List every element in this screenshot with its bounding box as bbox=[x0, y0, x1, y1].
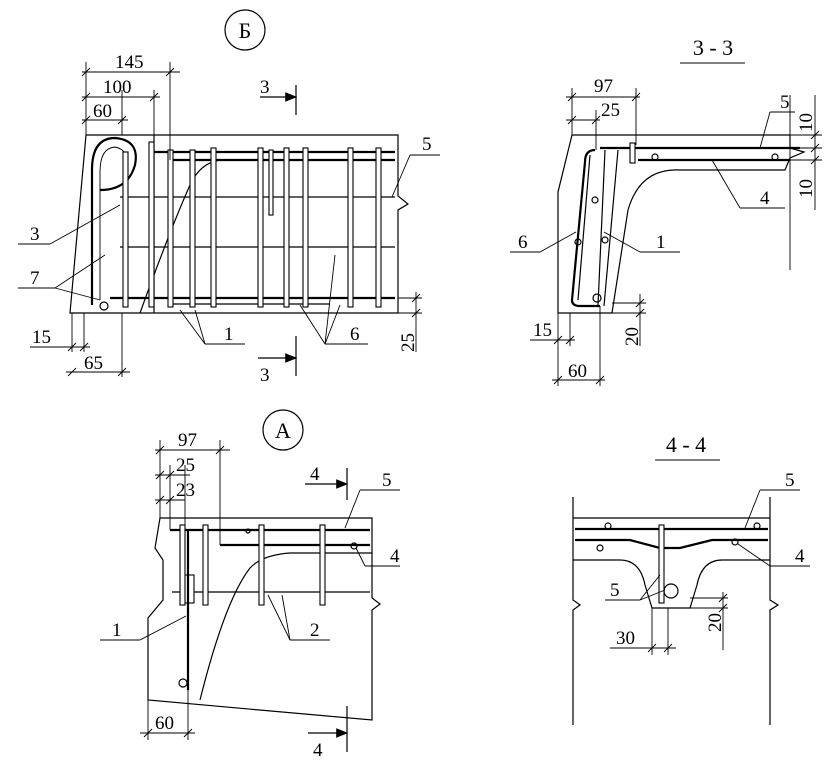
view-a-marker: А bbox=[275, 418, 291, 443]
view-a-callout-4: 4 bbox=[390, 546, 400, 567]
view-b-dim-60: 60 bbox=[93, 101, 112, 122]
view-a-callout-5: 5 bbox=[382, 470, 392, 491]
view-b-dim-145: 145 bbox=[115, 52, 144, 73]
view-a-dim-25: 25 bbox=[176, 455, 195, 476]
section-3-3-callout-4: 4 bbox=[760, 188, 770, 209]
view-b-stirrup bbox=[148, 141, 155, 308]
view-b-stirrup bbox=[283, 147, 290, 308]
section-3-3: 3 - 3 bbox=[510, 35, 822, 386]
section-3-3-dim-20: 20 bbox=[622, 327, 643, 346]
view-a-dim-23: 23 bbox=[176, 480, 195, 501]
view-b-dim-65: 65 bbox=[84, 353, 103, 374]
view-a-outline bbox=[147, 517, 381, 721]
view-b-stirrup bbox=[122, 151, 129, 308]
view-b-stirrup bbox=[210, 147, 217, 308]
section-3-3-dims bbox=[530, 88, 822, 386]
view-a-dims bbox=[140, 440, 230, 740]
view-b-stirrup bbox=[347, 147, 354, 308]
section-3-3-outline bbox=[557, 134, 806, 314]
section-3-3-title: 3 - 3 bbox=[693, 35, 733, 60]
view-b: Б bbox=[18, 9, 440, 386]
view-b-callout-3: 3 bbox=[30, 224, 40, 245]
section-3-3-dim-97: 97 bbox=[594, 76, 613, 97]
view-b-stirrup bbox=[189, 149, 196, 308]
view-b-callout-6: 6 bbox=[350, 324, 360, 345]
view-b-section-mark-bottom: 3 bbox=[260, 365, 270, 386]
view-b-stirrup bbox=[302, 147, 309, 308]
view-b-dim-100: 100 bbox=[103, 77, 132, 98]
view-a-dim-97: 97 bbox=[178, 430, 197, 451]
view-b-marker-circle bbox=[224, 9, 266, 51]
view-a-stirrups bbox=[179, 524, 326, 606]
section-3-3-stirrup-right bbox=[597, 149, 619, 307]
view-b-stirrup bbox=[257, 147, 264, 308]
section-3-3-dim-10b: 10 bbox=[796, 179, 817, 198]
section-4-4-bottom-bars bbox=[575, 538, 768, 550]
view-b-marker: Б bbox=[239, 18, 252, 43]
view-a-haunch bbox=[199, 552, 372, 701]
view-a-dim-60: 60 bbox=[155, 713, 174, 734]
section-3-3-callout-5: 5 bbox=[780, 92, 790, 113]
section-4-4-callout-4: 4 bbox=[795, 546, 805, 567]
section-3-3-hook bbox=[570, 148, 600, 308]
section-4-4-callout-5-top: 5 bbox=[785, 470, 795, 491]
section-3-3-callout-1: 1 bbox=[656, 232, 666, 253]
section-3-3-dim-10a: 10 bbox=[796, 113, 817, 132]
section-4-4: 4 - 4 30 20 5 bbox=[572, 432, 810, 725]
view-b-stirrup bbox=[167, 149, 174, 308]
view-a-section-mark-top: 4 bbox=[310, 464, 320, 485]
section-4-4-dim-30: 30 bbox=[616, 628, 635, 649]
view-b-dim-25: 25 bbox=[398, 333, 419, 352]
view-b-stirrups bbox=[122, 141, 382, 308]
view-a-marker-circle bbox=[262, 409, 304, 451]
section-4-4-title: 4 - 4 bbox=[666, 432, 706, 457]
view-b-stirrup bbox=[375, 147, 382, 308]
view-a-callout-1: 1 bbox=[112, 620, 122, 641]
section-4-4-dim-20: 20 bbox=[705, 613, 726, 632]
section-3-3-dim-15: 15 bbox=[533, 320, 552, 341]
view-a-section-mark-bottom: 4 bbox=[313, 740, 323, 761]
view-b-outline bbox=[69, 134, 410, 314]
view-b-dim-15: 15 bbox=[32, 327, 51, 348]
section-4-4-callout-5-bottom: 5 bbox=[610, 580, 620, 601]
view-a: А bbox=[100, 409, 400, 761]
view-b-dims bbox=[30, 62, 422, 377]
section-4-4-rib bbox=[573, 559, 770, 609]
section-3-3-dim-60: 60 bbox=[568, 361, 587, 382]
view-b-callout-7: 7 bbox=[30, 268, 40, 289]
section-3-3-callout-6: 6 bbox=[518, 232, 528, 253]
view-b-bar-dot bbox=[99, 301, 109, 311]
section-4-4-outline bbox=[572, 497, 780, 725]
section-3-3-dim-25: 25 bbox=[601, 100, 620, 121]
section-3-3-stirrup-left bbox=[577, 154, 591, 301]
view-b-section-mark-top: 3 bbox=[260, 77, 270, 98]
view-b-short-bar bbox=[268, 149, 274, 216]
section-4-4-dims bbox=[610, 592, 728, 655]
view-a-callout-2: 2 bbox=[310, 620, 320, 641]
view-b-callout-5: 5 bbox=[422, 134, 432, 155]
view-b-hook-bar bbox=[90, 136, 137, 305]
view-b-callout-1: 1 bbox=[224, 324, 234, 345]
